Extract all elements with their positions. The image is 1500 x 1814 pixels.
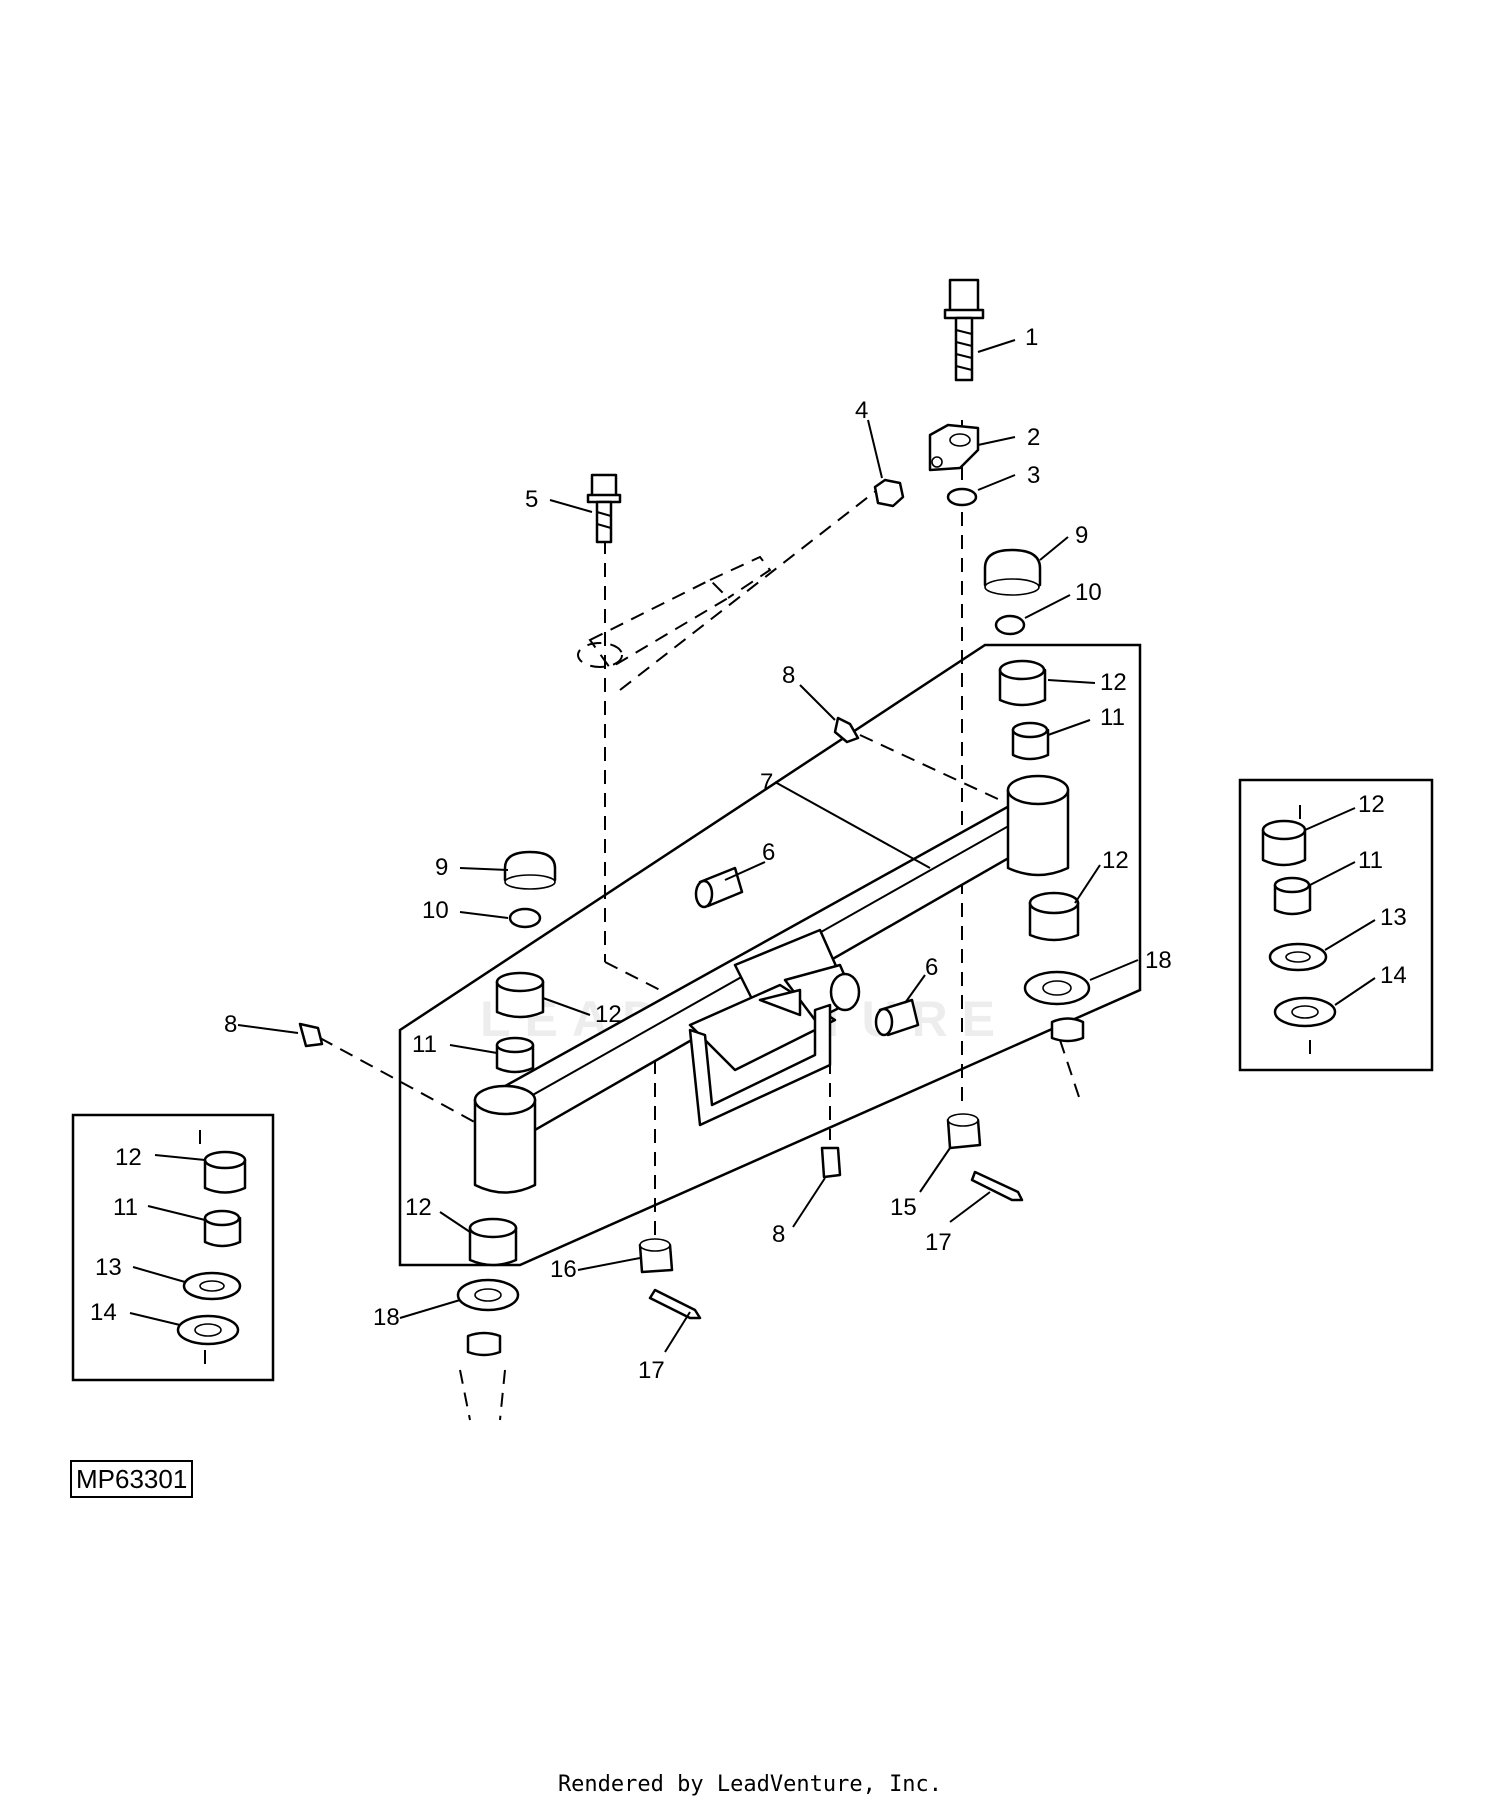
grease-fitting-8-bottom	[820, 1146, 842, 1179]
ring-10-left	[508, 907, 542, 929]
callout-16: 16	[550, 1256, 577, 1283]
callout-9-left: 9	[435, 854, 448, 881]
bushing-6-upper	[694, 866, 744, 909]
bushing-12-left-upper	[495, 971, 545, 1019]
callout-18-left: 18	[373, 1304, 400, 1331]
nut-4	[873, 478, 905, 508]
washer-18-right	[1023, 970, 1091, 1006]
bushing-11-left	[495, 1036, 535, 1074]
callout-17-left: 17	[638, 1357, 665, 1384]
callout-10-right: 10	[1075, 579, 1102, 606]
callout-8-left: 8	[224, 1011, 237, 1038]
callout-3: 3	[1027, 462, 1040, 489]
callout-1: 1	[1025, 324, 1038, 351]
bushing-6-lower	[874, 998, 920, 1037]
callout-6-upper: 6	[762, 839, 775, 866]
bushing-11-right	[1011, 721, 1050, 761]
cap-9-right	[983, 548, 1042, 596]
callout-13-inset-right: 13	[1380, 904, 1407, 931]
callout-13-inset-left: 13	[95, 1254, 122, 1281]
callout-12-left-lower: 12	[405, 1194, 432, 1221]
figure-id-label: MP63301	[70, 1460, 194, 1498]
callout-4: 4	[855, 397, 868, 424]
tie-rod-phantom	[577, 555, 772, 670]
callout-15: 15	[890, 1194, 917, 1221]
callout-9-right: 9	[1075, 522, 1088, 549]
callout-8-top: 8	[782, 662, 795, 689]
callout-11-inset-right: 11	[1358, 847, 1383, 874]
callout-12-top-right: 12	[1100, 669, 1127, 696]
callout-12-inset-right: 12	[1358, 791, 1385, 818]
spindle-stub-left	[466, 1331, 502, 1357]
callouts: 1 2 3 4 5 9 10 12 11 12 18 8 7 6 6 9 10 …	[90, 324, 1407, 1384]
callout-11-right: 11	[1100, 704, 1125, 731]
cap-9-left	[503, 850, 557, 890]
grease-fitting-8-top	[833, 716, 860, 744]
cotter-pin-17-right	[970, 1170, 1024, 1202]
callout-2: 2	[1027, 424, 1040, 451]
bushing-12-right-lower	[1028, 891, 1080, 942]
callout-14-inset-right: 14	[1380, 962, 1407, 989]
clevis-2	[928, 423, 980, 472]
callout-12-inset-left: 12	[115, 1144, 142, 1171]
callout-5: 5	[525, 486, 538, 513]
inset-box-left	[71, 1113, 275, 1382]
castle-nut-15	[946, 1113, 982, 1150]
inset-left-parts	[176, 1150, 247, 1346]
callout-7: 7	[760, 769, 773, 796]
callout-10-left: 10	[422, 897, 449, 924]
callout-14-inset-left: 14	[90, 1299, 117, 1326]
grease-fitting-8-left	[298, 1022, 324, 1048]
callout-17-right: 17	[925, 1229, 952, 1256]
castle-nut-16	[638, 1238, 674, 1274]
ring-10-right	[994, 614, 1026, 636]
bolt-1	[943, 278, 985, 382]
bolt-5	[586, 473, 622, 544]
axle-frame-box	[398, 643, 1142, 1267]
bushing-12-top-right	[998, 659, 1047, 707]
callout-11-inset-left: 11	[113, 1194, 138, 1221]
callout-12-right-lower: 12	[1102, 847, 1129, 874]
callout-11-left: 11	[412, 1031, 437, 1058]
assembly-lines	[199, 420, 1311, 1421]
callout-12-left-upper: 12	[595, 1001, 622, 1028]
leader-lines	[129, 339, 1376, 1353]
callout-6-lower: 6	[925, 954, 938, 981]
render-credit: Rendered by LeadVenture, Inc.	[557, 1772, 943, 1797]
cotter-pin-17-left	[648, 1288, 702, 1320]
washer-3	[946, 487, 978, 507]
washer-18-left	[456, 1278, 520, 1312]
callout-8-bottom: 8	[772, 1221, 785, 1248]
spindle-stub-right	[1050, 1017, 1085, 1043]
axle-beam-7	[473, 774, 1070, 1194]
inset-right-parts	[1261, 819, 1337, 1028]
callout-18-right: 18	[1145, 947, 1172, 974]
bushing-12-left-lower	[468, 1217, 518, 1267]
inset-box-right	[1238, 778, 1434, 1072]
